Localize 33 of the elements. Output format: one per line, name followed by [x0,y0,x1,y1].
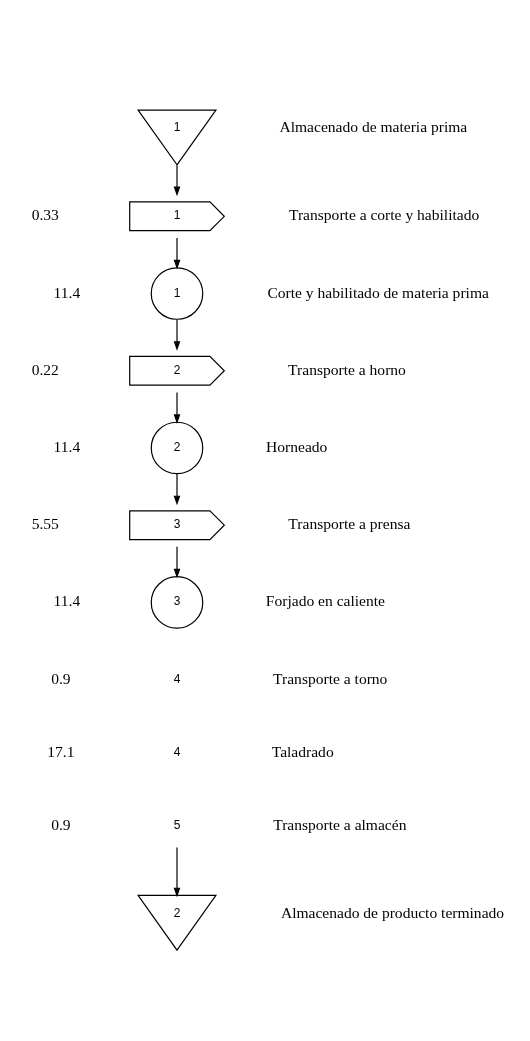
label: 11.4 [53,591,81,609]
label: 17.1 [47,742,75,760]
node-circle: 2 [150,421,204,474]
label: Corte y habilitado de materia prima [267,283,489,301]
label: 5.55 [31,514,59,532]
label: Transporte a almacén [273,815,407,833]
label: Transporte a torno [273,669,388,687]
node-text: 4 [173,671,181,686]
arrow [173,846,181,897]
label: Transporte a corte y habilitado [288,205,480,223]
node-circle: 3 [150,575,204,629]
label: 0.9 [51,815,71,833]
label: Horneado [266,437,328,455]
label: Almacenado de producto terminado [280,903,505,921]
arrow [173,391,181,424]
arrow [173,545,181,578]
label: Forjado en caliente [265,591,386,609]
label: Almacenado de materia prima [279,117,468,135]
label: Transporte a prensa [288,514,411,532]
node-text: 4 [173,744,181,759]
label: 11.4 [53,283,81,301]
label: 0.33 [31,205,59,223]
node-text: 5 [173,817,181,832]
label: Transporte a horno [288,360,406,378]
arrow [173,472,181,505]
arrow [173,236,181,269]
node-circle: 1 [150,266,204,320]
label: 11.4 [53,437,81,455]
label: 0.22 [31,360,59,378]
label: 0.9 [51,669,71,687]
label: Taladrado [271,742,334,760]
arrow [173,164,181,196]
arrow [173,318,181,351]
